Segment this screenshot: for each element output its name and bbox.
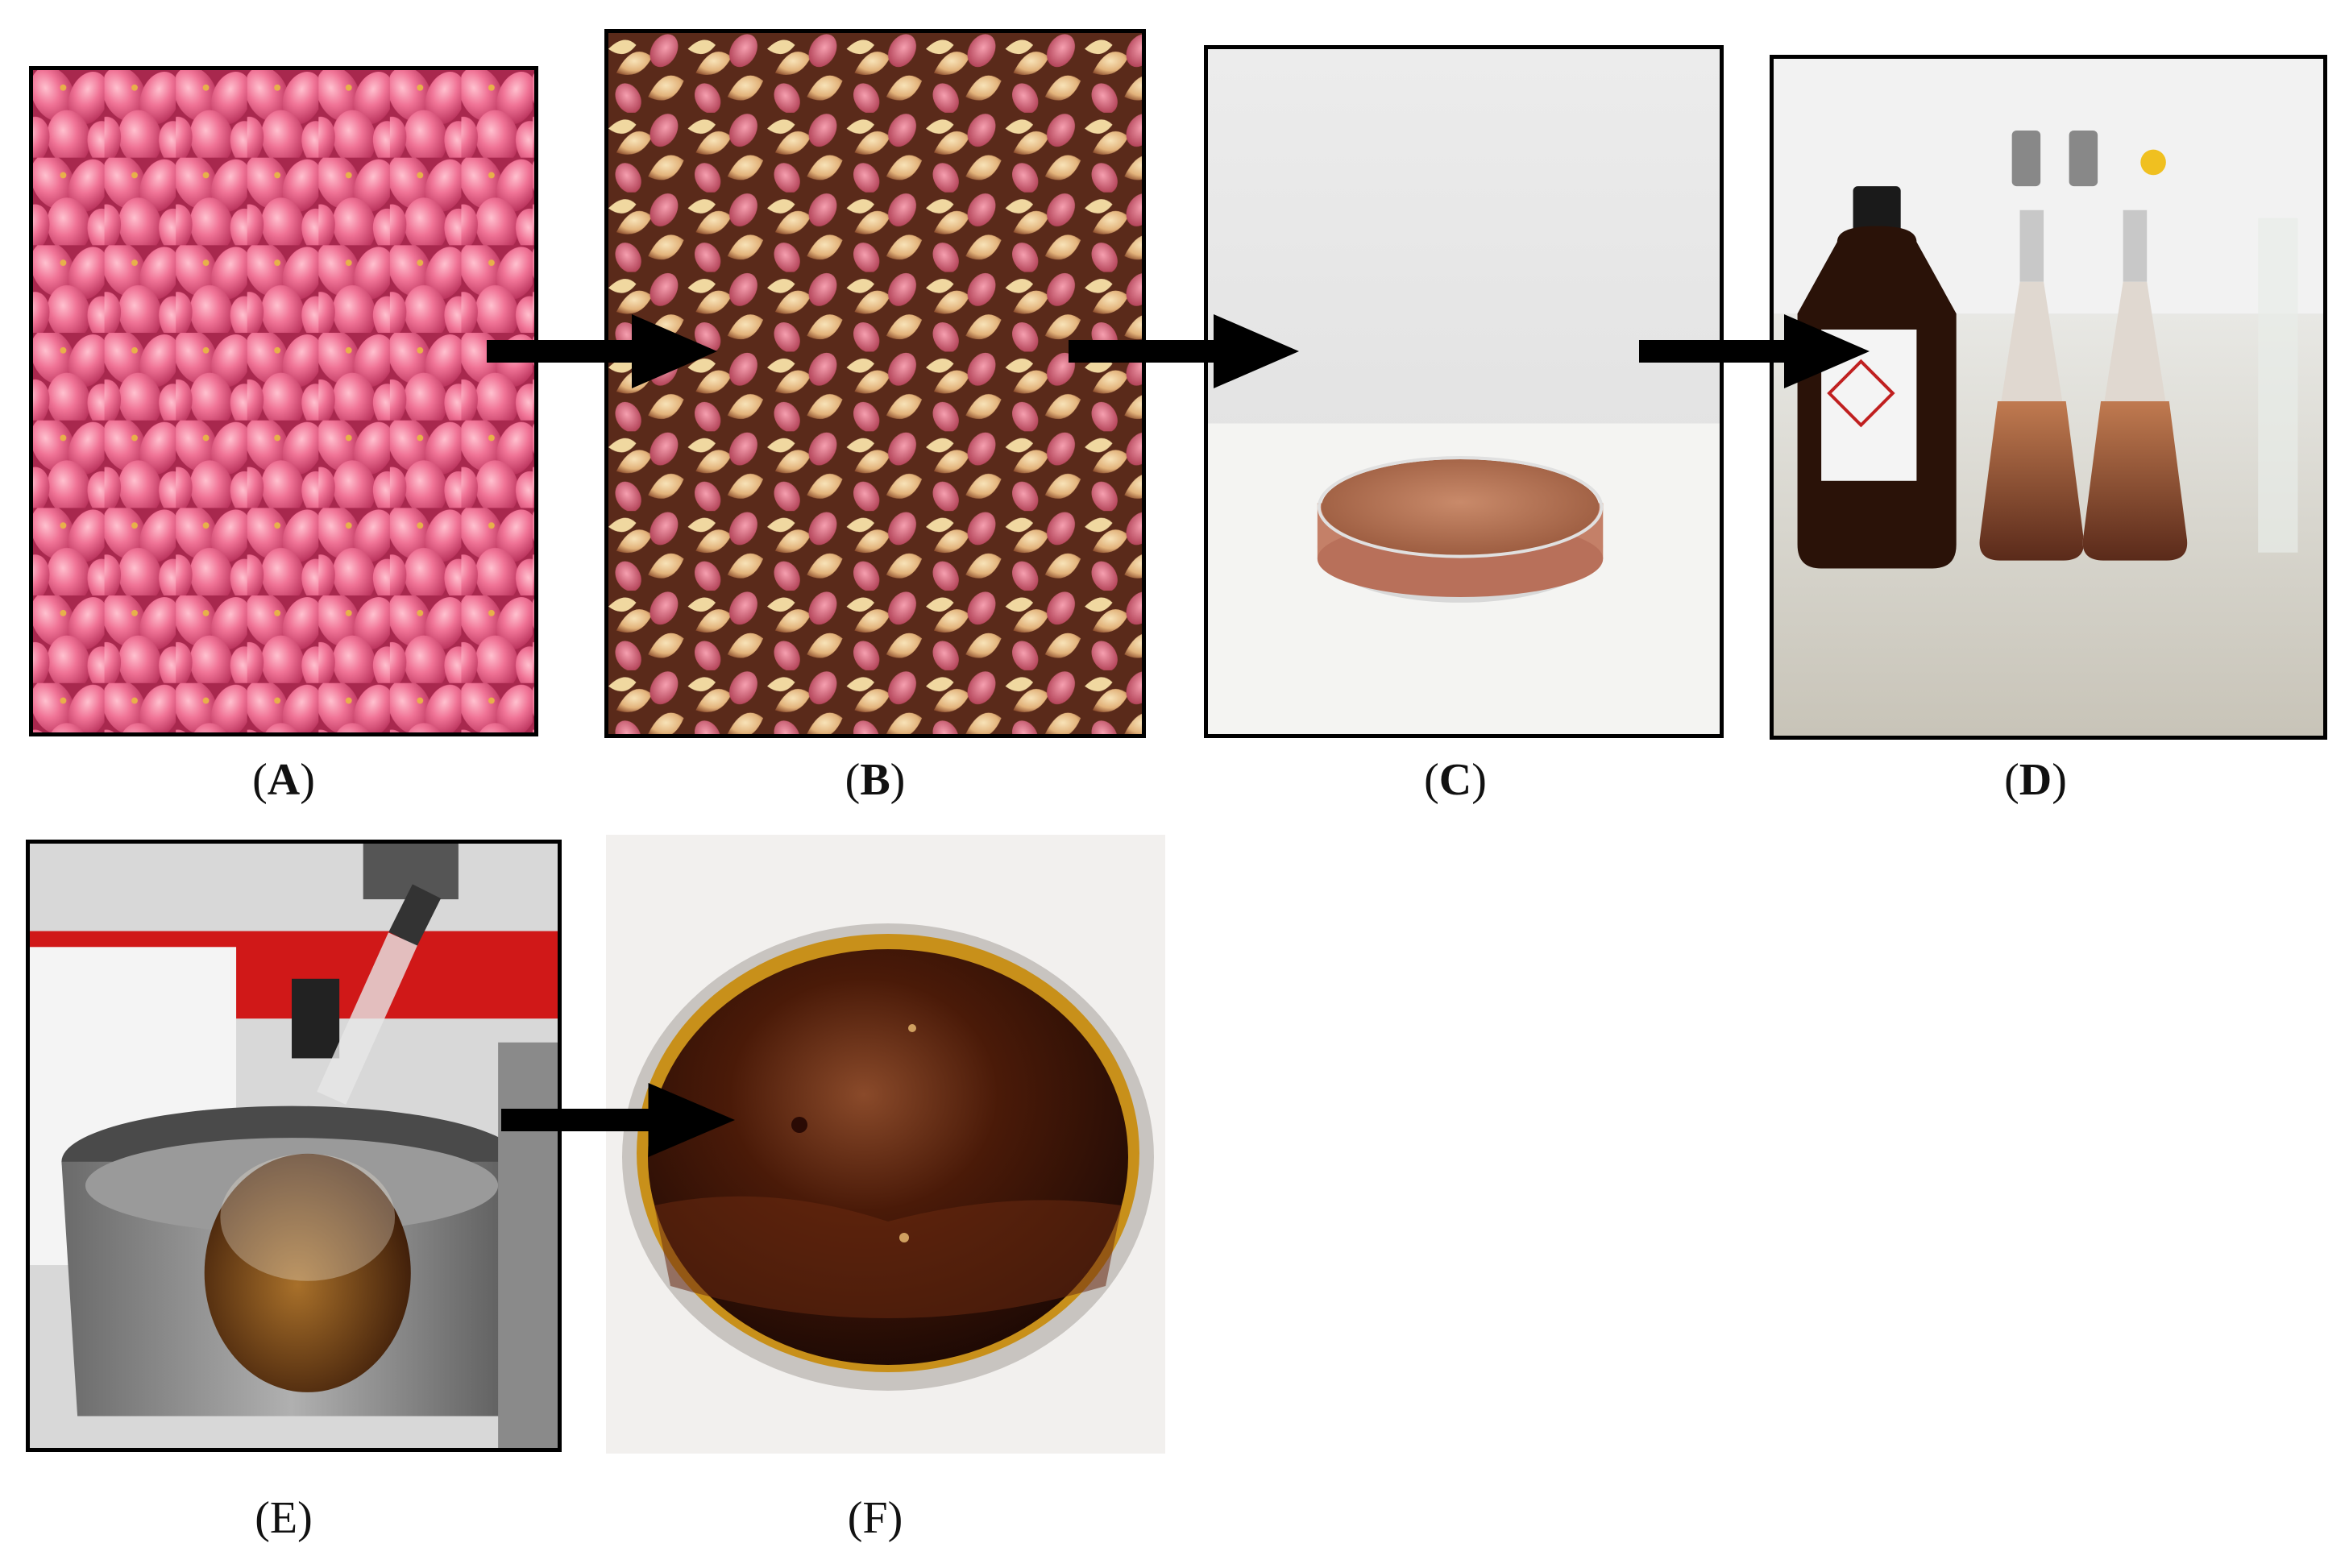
pistachio-hulls-illustration	[608, 33, 1142, 734]
panel-label-c: (C)	[1424, 755, 1487, 805]
panel-label-f: (F)	[847, 1493, 903, 1543]
oil-petri-dish-illustration	[606, 835, 1165, 1454]
arrow-right-icon	[1069, 314, 1299, 388]
arrow-right-icon	[487, 314, 717, 388]
panel-label-b: (B)	[845, 755, 906, 805]
panel-a-image	[29, 66, 538, 736]
panel-b-image	[604, 29, 1146, 738]
pistachio-nuts-illustration	[33, 70, 534, 732]
panel-d-image	[1770, 55, 2327, 740]
panel-label-e: (E)	[255, 1493, 313, 1543]
powder-petri-dish-illustration	[1208, 49, 1720, 734]
arrow-right-icon	[501, 1083, 735, 1157]
panel-c-image	[1204, 45, 1724, 738]
panel-label-a: (A)	[252, 755, 315, 805]
panel-f-image	[606, 835, 1165, 1454]
panel-e-image	[26, 840, 562, 1452]
extraction-flasks-illustration	[1774, 59, 2323, 736]
panel-label-d: (D)	[2004, 755, 2067, 805]
rotary-evaporator-illustration	[30, 844, 558, 1448]
arrow-right-icon	[1639, 314, 1870, 388]
